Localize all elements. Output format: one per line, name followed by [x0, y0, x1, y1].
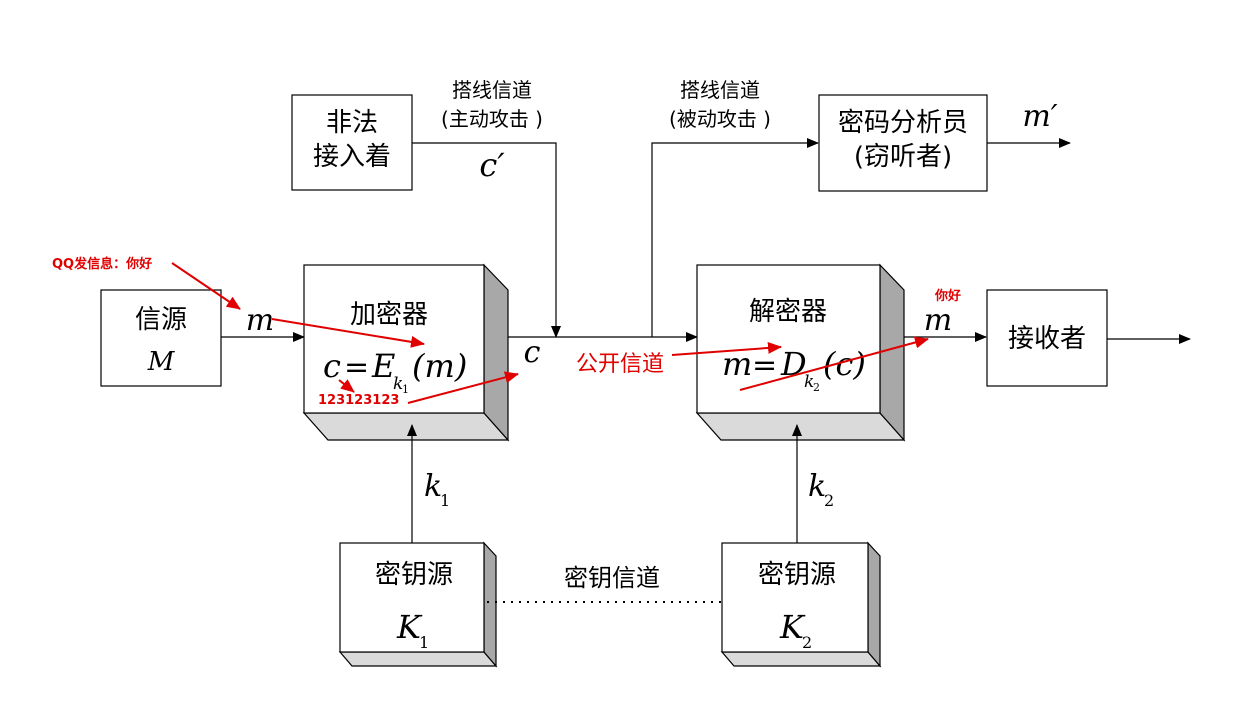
key-source-2-label: 密钥源 [758, 560, 836, 590]
plaintext-in-symbol: m [246, 303, 274, 338]
key-source-1-box: 密钥源 K 1 [338, 541, 498, 668]
key1-symbol: k [424, 469, 442, 504]
wiretap-active-mode: (主动攻击 ) [441, 107, 543, 131]
encryptor-title: 加密器 [350, 300, 428, 330]
formula-E: E [371, 347, 395, 385]
source-label: 信源 [135, 305, 187, 335]
qq-note-arrow [171, 262, 241, 310]
key-source-1-index: 1 [419, 633, 429, 652]
illegal-intruder-line1: 非法 [326, 108, 378, 138]
cryptanalyst-line2: (窃听者) [854, 142, 952, 172]
cryptanalyst-output-symbol: m′ [1022, 99, 1057, 134]
cipher-note-arrow [338, 379, 355, 393]
key-source-1-K: K [396, 608, 423, 646]
key-source-2-K: K [779, 608, 806, 646]
formula-k2-sub: k [804, 372, 814, 392]
formula-k-index: 1 [402, 383, 409, 396]
public-channel-flow-arrow [671, 341, 782, 356]
receiver-box: 接收者 [986, 289, 1108, 387]
source-symbol: M [147, 347, 176, 377]
wiretap-passive-title: 搭线信道 [680, 78, 760, 102]
red-annotations: QQ发信息：你好 123123123 你好 [52, 256, 961, 408]
formula-equals-2: = [752, 348, 777, 383]
cipher-value-note: 123123123 [318, 393, 399, 408]
qq-message-note: QQ发信息：你好 [52, 256, 152, 272]
formula-arg-c: (c) [823, 345, 866, 383]
illegal-intruder-line2: 接入着 [313, 142, 391, 172]
formula-D: D [780, 345, 807, 383]
hello-output-note: 你好 [934, 288, 961, 304]
plaintext-out-symbol: m [924, 303, 952, 338]
wiretap-active-title: 搭线信道 [452, 78, 532, 102]
ciphertext-flow-arrow [407, 371, 519, 404]
active-attack-cipher-symbol: c′ [479, 146, 505, 184]
key2-symbol: k [808, 469, 826, 504]
encryption-formula: c = E k 1 (m) [323, 347, 467, 396]
source-box: 信源 M [100, 289, 222, 387]
formula-equals: = [344, 350, 369, 385]
cryptanalyst-box: 密码分析员 (窃听者) [818, 94, 988, 192]
active-attack-arrow [412, 142, 561, 338]
key2-index: 2 [824, 491, 834, 510]
plaintext-flow-arrow [271, 318, 425, 348]
decrypted-flow-arrow [739, 336, 929, 391]
illegal-intruder-box: 非法 接入着 [291, 94, 413, 191]
formula-k2-index: 2 [813, 381, 820, 394]
decryptor-title: 解密器 [749, 297, 827, 327]
ciphertext-symbol: c [524, 335, 541, 370]
receiver-label: 接收者 [1008, 324, 1086, 354]
formula-c: c [323, 347, 341, 385]
passive-attack-arrow [651, 138, 819, 337]
decryptor-box: 解密器 m = D k 2 (c) [695, 263, 906, 442]
key1-index: 1 [440, 491, 450, 510]
public-channel-label: 公开信道 [576, 352, 664, 377]
key-source-1-label: 密钥源 [375, 560, 453, 590]
wiretap-passive-mode: (被动攻击 ) [669, 107, 771, 131]
key-source-2-index: 2 [802, 633, 812, 652]
cryptanalyst-line1: 密码分析员 [838, 108, 968, 138]
key-source-2-box: 密钥源 K 2 [720, 541, 882, 668]
formula-k-sub: k [393, 374, 403, 394]
formula-arg-m: (m) [412, 347, 467, 385]
encryptor-box: 加密器 c = E k 1 (m) [302, 263, 510, 442]
key-channel-label: 密钥信道 [564, 564, 660, 592]
